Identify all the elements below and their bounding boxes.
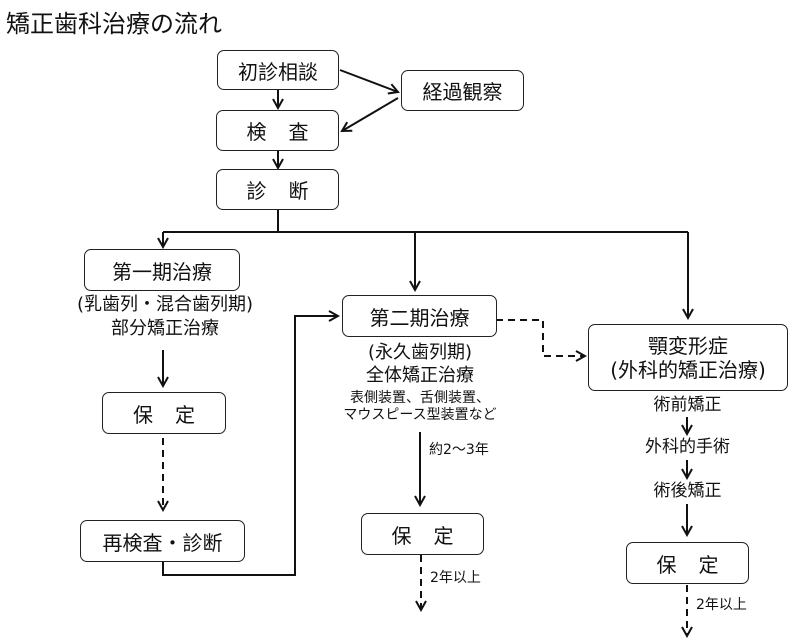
node-observation: 経過観察	[401, 70, 524, 111]
node-initial-consultation: 初診相談	[217, 50, 339, 90]
phase2-note-full: 全体矯正治療	[366, 365, 474, 386]
node-examination: 検査	[216, 110, 339, 151]
phase2-note-dentition: (永久歯列期)	[367, 342, 473, 363]
node-retention2: 保定	[361, 513, 484, 555]
arrow-consult-to-observation	[339, 69, 398, 92]
phase2-note-devices1: 表側装置、舌側装置、	[350, 390, 490, 406]
line-reexam-to-phase2	[162, 316, 338, 576]
node-reexam-diagnosis: 再検査・診断	[80, 520, 245, 562]
node-jaw-deformity: 顎変形症 (外科的矯正治療)	[588, 324, 788, 391]
phase2-note-devices2: マウスピース型装置など	[343, 407, 497, 423]
phase2-duration: 約2〜3年	[429, 442, 489, 458]
node-retention3: 保定	[626, 542, 749, 584]
phase1-note-dentition: (乳歯列・混合歯列期)	[76, 294, 254, 315]
step-pre-surgical: 術前矯正	[653, 395, 722, 415]
step-post-surgical: 術後矯正	[653, 481, 722, 501]
node-diagnosis: 診断	[216, 169, 339, 210]
retention3-duration: 2年以上	[696, 597, 747, 613]
diagram-title: 矯正歯科治療の流れ	[6, 10, 222, 38]
step-surgery: 外科的手術	[645, 437, 730, 457]
arrow-observation-to-exam	[342, 97, 399, 131]
node-phase2: 第二期治療	[342, 295, 497, 337]
node-phase1: 第一期治療	[84, 249, 240, 291]
node-retention1: 保定	[102, 392, 226, 434]
phase1-note-partial: 部分矯正治療	[111, 318, 219, 339]
retention2-duration: 2年以上	[430, 570, 481, 586]
dashed-phase2-to-jaw	[496, 319, 585, 356]
